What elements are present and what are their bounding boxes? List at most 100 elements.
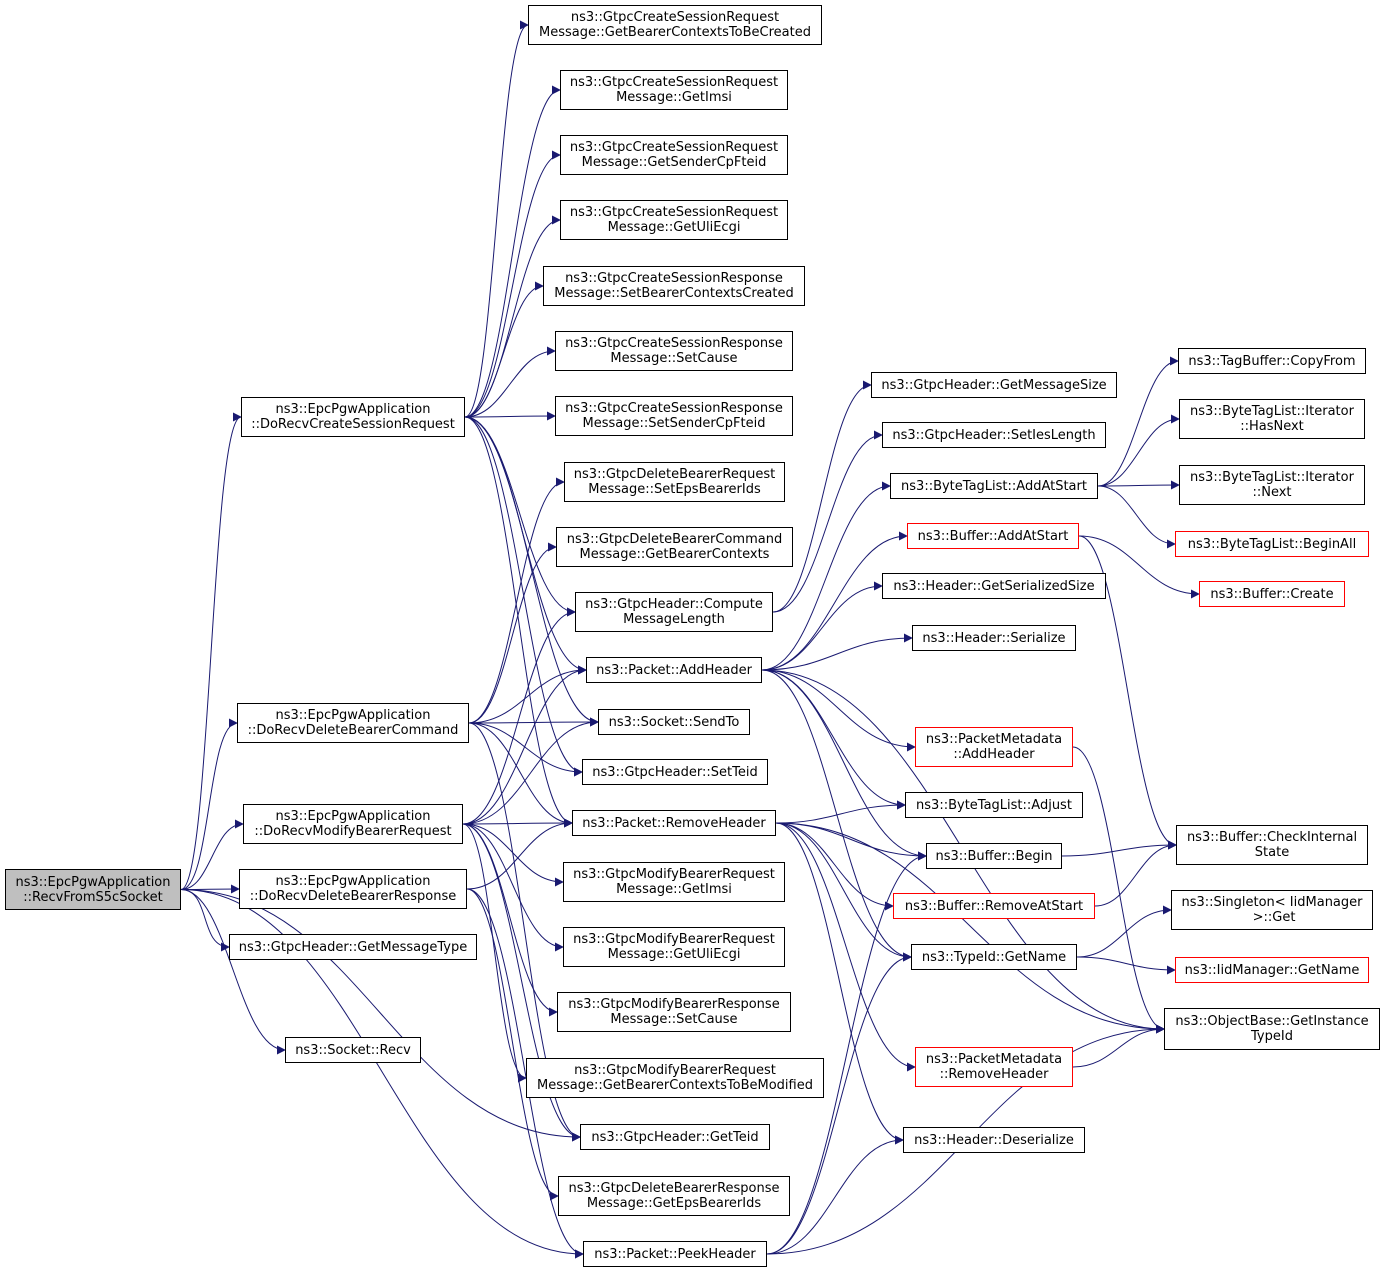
edge-compute-to-setieslen — [772, 430, 883, 613]
node-typeid-getname[interactable]: ns3::TypeId::GetName — [911, 944, 1077, 970]
edge-dodelresp-to-removeheader — [466, 818, 573, 890]
node-getmsgtype[interactable]: ns3::GtpcHeader::GetMessageType — [229, 934, 477, 960]
node-compute[interactable]: ns3::GtpcHeader::Compute MessageLength — [575, 592, 773, 632]
edge-docreate-to-compute — [464, 416, 576, 617]
edge-buf-addatstart-to-buf-create — [1078, 535, 1200, 599]
edge-buf-removeatstart-to-buf-checkinternal — [1094, 840, 1177, 907]
edge-peekheader-to-buf-begin — [766, 851, 927, 1255]
edge-domodify-to-addheader — [462, 665, 587, 825]
edge-addheader-to-pm-addheader — [761, 669, 916, 752]
node-dbc-bc[interactable]: ns3::GtpcDeleteBearerCommand Message::Ge… — [556, 527, 793, 567]
edge-btl-addatstart-to-btl-beginall — [1097, 485, 1176, 549]
node-csr-imsi[interactable]: ns3::GtpcCreateSessionRequest Message::G… — [560, 70, 788, 110]
edge-dodelresp-to-dbresp-eps — [466, 888, 559, 1201]
edge-docreate-to-csr-bctbc — [464, 20, 529, 418]
node-btl-adjust[interactable]: ns3::ByteTagList::Adjust — [905, 792, 1083, 818]
node-hdr-deserialize[interactable]: ns3::Header::Deserialize — [903, 1127, 1085, 1153]
edge-buf-addatstart-to-buf-checkinternal — [1078, 535, 1177, 850]
node-mbr-imsi[interactable]: ns3::GtpcModifyBearerRequest Message::Ge… — [563, 862, 785, 902]
edge-dodelresp-to-peekheader — [466, 888, 584, 1259]
node-buf-removeatstart[interactable]: ns3::Buffer::RemoveAtStart — [893, 893, 1095, 919]
node-peekheader[interactable]: ns3::Packet::PeekHeader — [583, 1241, 767, 1267]
edge-btl-addatstart-to-btl-it-hasnext — [1097, 414, 1180, 487]
edge-domodify-to-mbr-uli — [462, 823, 564, 952]
edge-removeheader-to-buf-removeatstart — [775, 822, 894, 911]
node-getmsgsize[interactable]: ns3::GtpcHeader::GetMessageSize — [871, 372, 1117, 398]
node-btl-it-hasnext[interactable]: ns3::ByteTagList::Iterator ::HasNext — [1179, 399, 1365, 439]
edge-docreate-to-sendto — [464, 416, 599, 727]
node-dbresp-eps[interactable]: ns3::GtpcDeleteBearerResponse Message::G… — [558, 1176, 790, 1216]
node-addheader[interactable]: ns3::Packet::AddHeader — [586, 657, 762, 683]
edge-docreate-to-csr-sender — [464, 150, 561, 418]
edge-recvfroms5c-to-sockrecv — [180, 889, 286, 1055]
edge-domodify-to-compute — [462, 607, 576, 825]
edge-btl-addatstart-to-tagbuf-copyfrom — [1097, 356, 1179, 487]
node-buf-addatstart[interactable]: ns3::Buffer::AddAtStart — [907, 523, 1079, 549]
edge-typeid-getname-to-singleton-get — [1076, 905, 1172, 958]
node-objbase-getinstance[interactable]: ns3::ObjectBase::GetInstance TypeId — [1164, 1008, 1380, 1050]
edge-domodify-to-getteid — [462, 823, 581, 1142]
edge-recvfroms5c-to-dodelcmd — [180, 718, 238, 890]
edge-removeheader-to-typeid-getname — [775, 822, 912, 962]
node-getteid[interactable]: ns3::GtpcHeader::GetTeid — [580, 1124, 770, 1150]
node-sendto[interactable]: ns3::Socket::SendTo — [598, 709, 750, 735]
node-setieslen[interactable]: ns3::GtpcHeader::SetIesLength — [882, 422, 1106, 448]
node-setteid[interactable]: ns3::GtpcHeader::SetTeid — [582, 759, 768, 785]
node-btl-addatstart[interactable]: ns3::ByteTagList::AddAtStart — [890, 473, 1098, 499]
node-pm-addheader[interactable]: ns3::PacketMetadata ::AddHeader — [915, 727, 1073, 767]
edge-recvfroms5c-to-peekheader — [180, 889, 584, 1259]
edge-recvfroms5c-to-domodify — [180, 819, 244, 890]
node-csresp-bcc[interactable]: ns3::GtpcCreateSessionResponse Message::… — [543, 266, 805, 306]
edge-docreate-to-csresp-bcc — [464, 281, 544, 418]
node-recvfroms5c[interactable]: ns3::EpcPgwApplication ::RecvFromS5cSock… — [5, 869, 181, 910]
node-btl-beginall[interactable]: ns3::ByteTagList::BeginAll — [1175, 531, 1369, 557]
edge-dodelcmd-to-addheader — [468, 665, 587, 724]
edge-docreate-to-csresp-sender — [464, 411, 556, 421]
node-docreate[interactable]: ns3::EpcPgwApplication ::DoRecvCreateSes… — [241, 397, 465, 437]
edge-domodify-to-mbr-imsi — [462, 823, 564, 887]
node-buf-begin[interactable]: ns3::Buffer::Begin — [926, 843, 1062, 869]
node-btl-it-next[interactable]: ns3::ByteTagList::Iterator ::Next — [1179, 465, 1365, 505]
node-buf-create[interactable]: ns3::Buffer::Create — [1199, 581, 1345, 607]
node-csresp-sender[interactable]: ns3::GtpcCreateSessionResponse Message::… — [555, 396, 793, 436]
node-hdr-serialize[interactable]: ns3::Header::Serialize — [912, 625, 1076, 651]
edge-addheader-to-buf-begin — [761, 669, 927, 861]
edge-domodify-to-mbresp-cause — [462, 823, 558, 1017]
edge-docreate-to-csr-imsi — [464, 85, 561, 418]
edge-dodelcmd-to-setteid — [468, 722, 583, 777]
node-csr-sender[interactable]: ns3::GtpcCreateSessionRequest Message::G… — [560, 135, 788, 175]
edge-docreate-to-csresp-cause — [464, 346, 556, 418]
node-dodelresp[interactable]: ns3::EpcPgwApplication ::DoRecvDeleteBea… — [239, 869, 467, 909]
node-csr-uli[interactable]: ns3::GtpcCreateSessionRequest Message::G… — [560, 200, 788, 240]
node-dodelcmd[interactable]: ns3::EpcPgwApplication ::DoRecvDeleteBea… — [237, 703, 469, 743]
edge-dodelcmd-to-sendto — [468, 717, 599, 727]
node-sockrecv[interactable]: ns3::Socket::Recv — [285, 1037, 421, 1063]
node-removeheader[interactable]: ns3::Packet::RemoveHeader — [572, 810, 776, 836]
node-csr-bctbc[interactable]: ns3::GtpcCreateSessionRequest Message::G… — [528, 5, 822, 45]
edge-dodelcmd-to-dbr-eps — [468, 477, 565, 724]
node-hdr-serialsize[interactable]: ns3::Header::GetSerializedSize — [882, 573, 1106, 599]
node-dbr-eps[interactable]: ns3::GtpcDeleteBearerRequest Message::Se… — [564, 462, 785, 502]
node-csresp-cause[interactable]: ns3::GtpcCreateSessionResponse Message::… — [555, 331, 793, 371]
edge-pm-removeheader-to-objbase-getinstance — [1072, 1024, 1165, 1068]
node-iidmgr-getname[interactable]: ns3::IidManager::GetName — [1175, 957, 1369, 983]
node-mbr-uli[interactable]: ns3::GtpcModifyBearerRequest Message::Ge… — [563, 927, 785, 967]
edge-recvfroms5c-to-getmsgtype — [180, 889, 230, 952]
edge-addheader-to-typeid-getname — [761, 669, 912, 962]
node-tagbuf-copyfrom[interactable]: ns3::TagBuffer::CopyFrom — [1178, 348, 1366, 374]
edge-domodify-to-removeheader — [462, 818, 573, 828]
node-mbr-bctbm[interactable]: ns3::GtpcModifyBearerRequest Message::Ge… — [526, 1058, 824, 1098]
node-domodify[interactable]: ns3::EpcPgwApplication ::DoRecvModifyBea… — [243, 804, 463, 844]
node-buf-checkinternal[interactable]: ns3::Buffer::CheckInternal State — [1176, 825, 1368, 865]
edge-removeheader-to-buf-begin — [775, 822, 927, 861]
edge-removeheader-to-objbase-getinstance — [775, 822, 1165, 1034]
node-pm-removeheader[interactable]: ns3::PacketMetadata ::RemoveHeader — [915, 1047, 1073, 1087]
edge-recvfroms5c-to-getteid — [180, 889, 581, 1142]
edge-recvfroms5c-to-docreate — [180, 412, 242, 890]
node-singleton-get[interactable]: ns3::Singleton< IidManager >::Get — [1171, 890, 1373, 930]
node-mbresp-cause[interactable]: ns3::GtpcModifyBearerResponse Message::S… — [557, 992, 791, 1032]
edge-addheader-to-hdr-serialize — [761, 633, 913, 671]
edge-typeid-getname-to-iidmgr-getname — [1076, 956, 1176, 975]
edge-removeheader-to-btl-adjust — [775, 800, 906, 824]
